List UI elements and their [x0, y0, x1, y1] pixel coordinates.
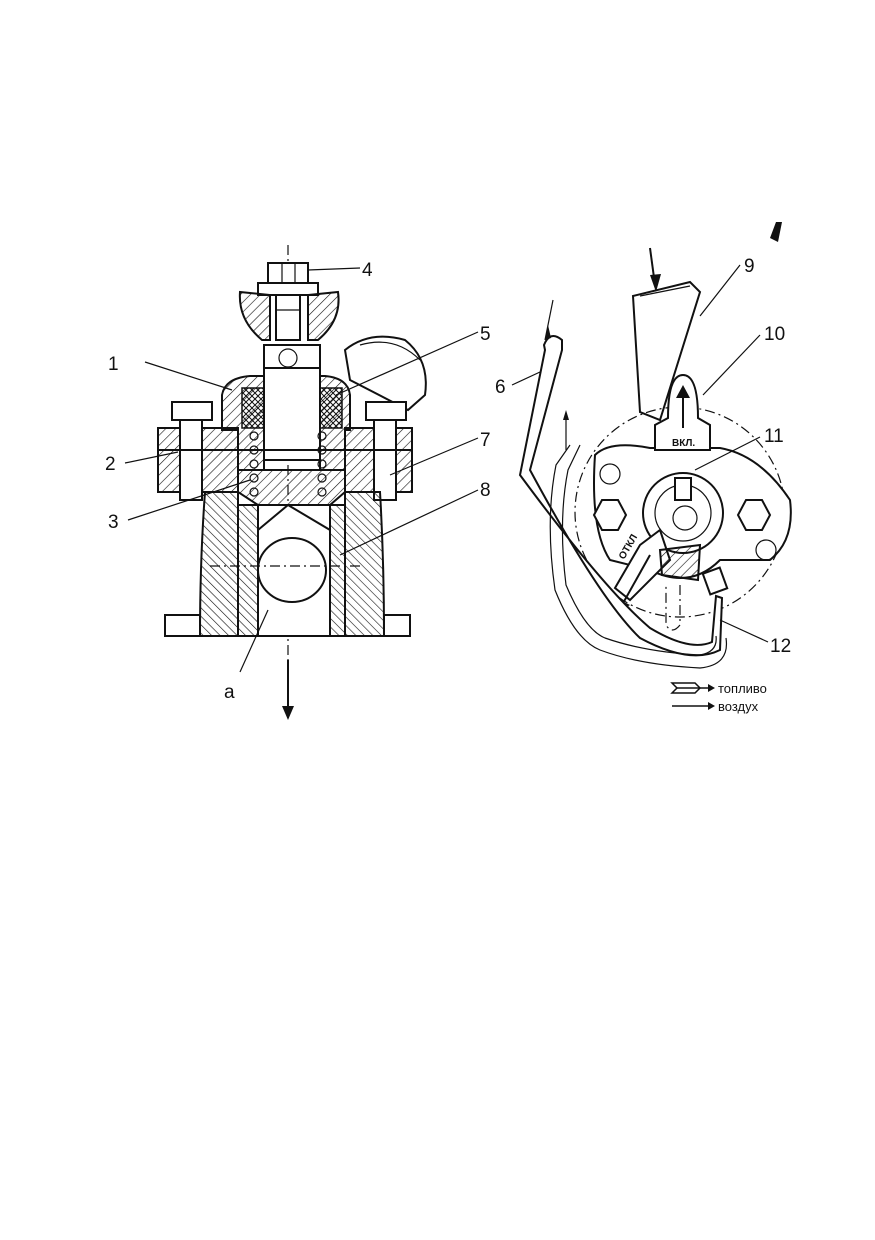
callout-2: 2: [105, 454, 116, 475]
corner-mark: [770, 222, 782, 242]
callout-10: 10: [764, 324, 785, 345]
fuel-tap-view: [511, 247, 792, 669]
callout-4: 4: [362, 260, 373, 281]
callout-6: 6: [495, 377, 506, 398]
callout-1: 1: [108, 354, 119, 375]
callout-5: 5: [480, 324, 491, 345]
callout-11: 11: [764, 426, 784, 447]
callout-3: 3: [108, 512, 119, 533]
callout-8: 8: [480, 480, 491, 501]
callout-7: 7: [480, 430, 491, 451]
legend-air-label: воздух: [718, 699, 759, 714]
valve-cross-section: [124, 245, 479, 720]
air-arrow-icon: [672, 702, 715, 710]
legend: топливо воздух: [670, 681, 767, 714]
callout-9: 9: [744, 256, 755, 277]
callout-12: 12: [770, 636, 791, 657]
callout-a: а: [224, 682, 235, 703]
legend-fuel-label: топливо: [718, 681, 767, 696]
tap-on-stamp: ВКЛ.: [672, 438, 695, 449]
fuel-arrow-icon: [670, 682, 715, 694]
